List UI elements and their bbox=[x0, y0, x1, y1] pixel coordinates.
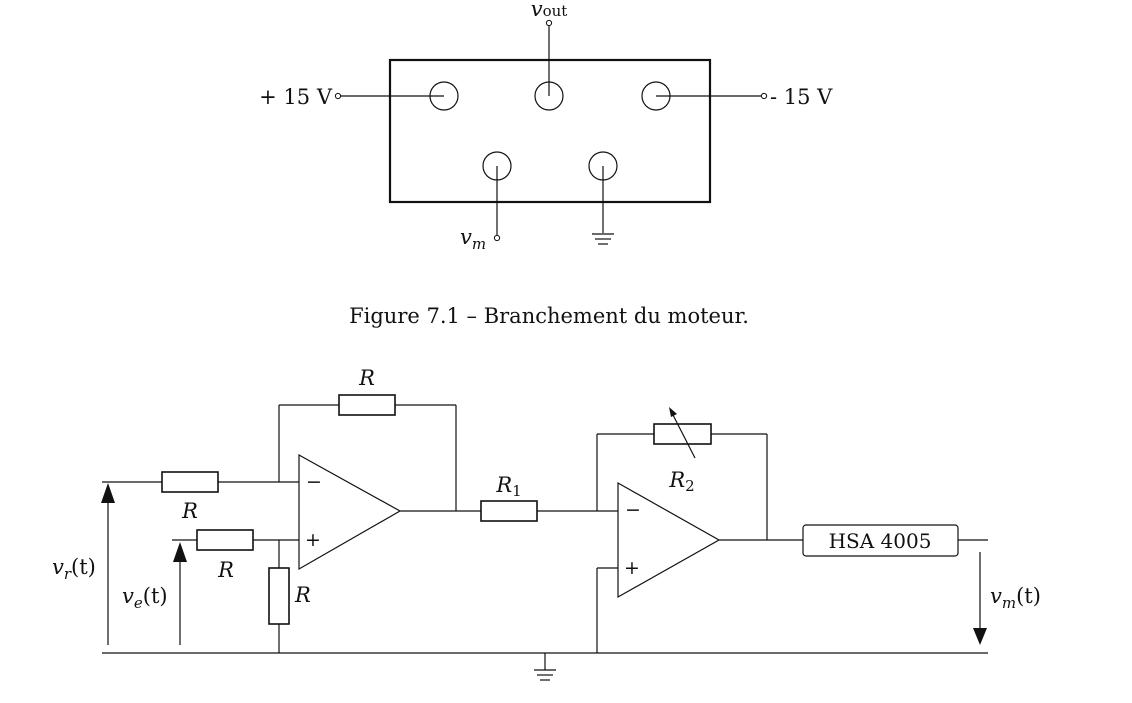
resistor-r-input-top-label: R bbox=[181, 499, 198, 523]
amplifier-box-label: HSA 4005 bbox=[829, 529, 932, 553]
vr-arrow bbox=[101, 483, 115, 645]
motor-connector-box bbox=[388, 58, 712, 204]
minus-15v-label: - 15 V bbox=[770, 85, 833, 109]
terminal-vout bbox=[545, 19, 553, 27]
resistor-r-feedback-label: R bbox=[358, 366, 375, 390]
opamp-2 bbox=[617, 481, 721, 599]
variable-arrow-icon bbox=[669, 407, 696, 459]
vout-label: vout bbox=[531, 0, 568, 21]
opamp-1 bbox=[298, 453, 402, 571]
vm-arrow bbox=[973, 552, 987, 645]
resistor-r-feedback bbox=[338, 394, 396, 416]
motor-connection-figure: + 15 V vout - 15 V vm Figure 7.1 – Branc… bbox=[259, 0, 833, 328]
resistor-r-input-bottom-label: R bbox=[217, 558, 234, 582]
vm-output-label: vm(t) bbox=[990, 584, 1041, 612]
terminal-vm bbox=[493, 234, 501, 242]
ve-arrow bbox=[173, 542, 187, 645]
opamp-2-minus: − bbox=[625, 499, 641, 521]
ground-symbol-top bbox=[592, 233, 614, 245]
ground-symbol-bottom bbox=[534, 669, 556, 681]
resistor-r-input-top bbox=[161, 471, 219, 493]
ve-label: ve(t) bbox=[122, 584, 168, 612]
resistor-r2-label: R2 bbox=[668, 468, 694, 495]
resistor-r-input-bottom bbox=[196, 529, 254, 551]
resistor-r-ground-label: R bbox=[294, 583, 311, 607]
terminal-minus-15v bbox=[760, 92, 768, 100]
resistor-r1-label: R1 bbox=[495, 473, 521, 500]
terminal-plus-15v bbox=[334, 92, 342, 100]
opamp-1-plus: + bbox=[305, 529, 321, 551]
figure-caption: Figure 7.1 – Branchement du moteur. bbox=[349, 304, 749, 328]
opamp-2-plus: + bbox=[624, 557, 640, 579]
opamp-1-minus: − bbox=[306, 471, 322, 493]
plus-15v-label: + 15 V bbox=[259, 85, 333, 109]
opamp-circuit-figure: R R R R − + R1 bbox=[52, 366, 1041, 681]
vm-label: vm bbox=[460, 225, 486, 253]
resistor-r-ground bbox=[268, 567, 290, 625]
vr-label: vr(t) bbox=[52, 555, 96, 583]
resistor-r1 bbox=[480, 500, 538, 522]
